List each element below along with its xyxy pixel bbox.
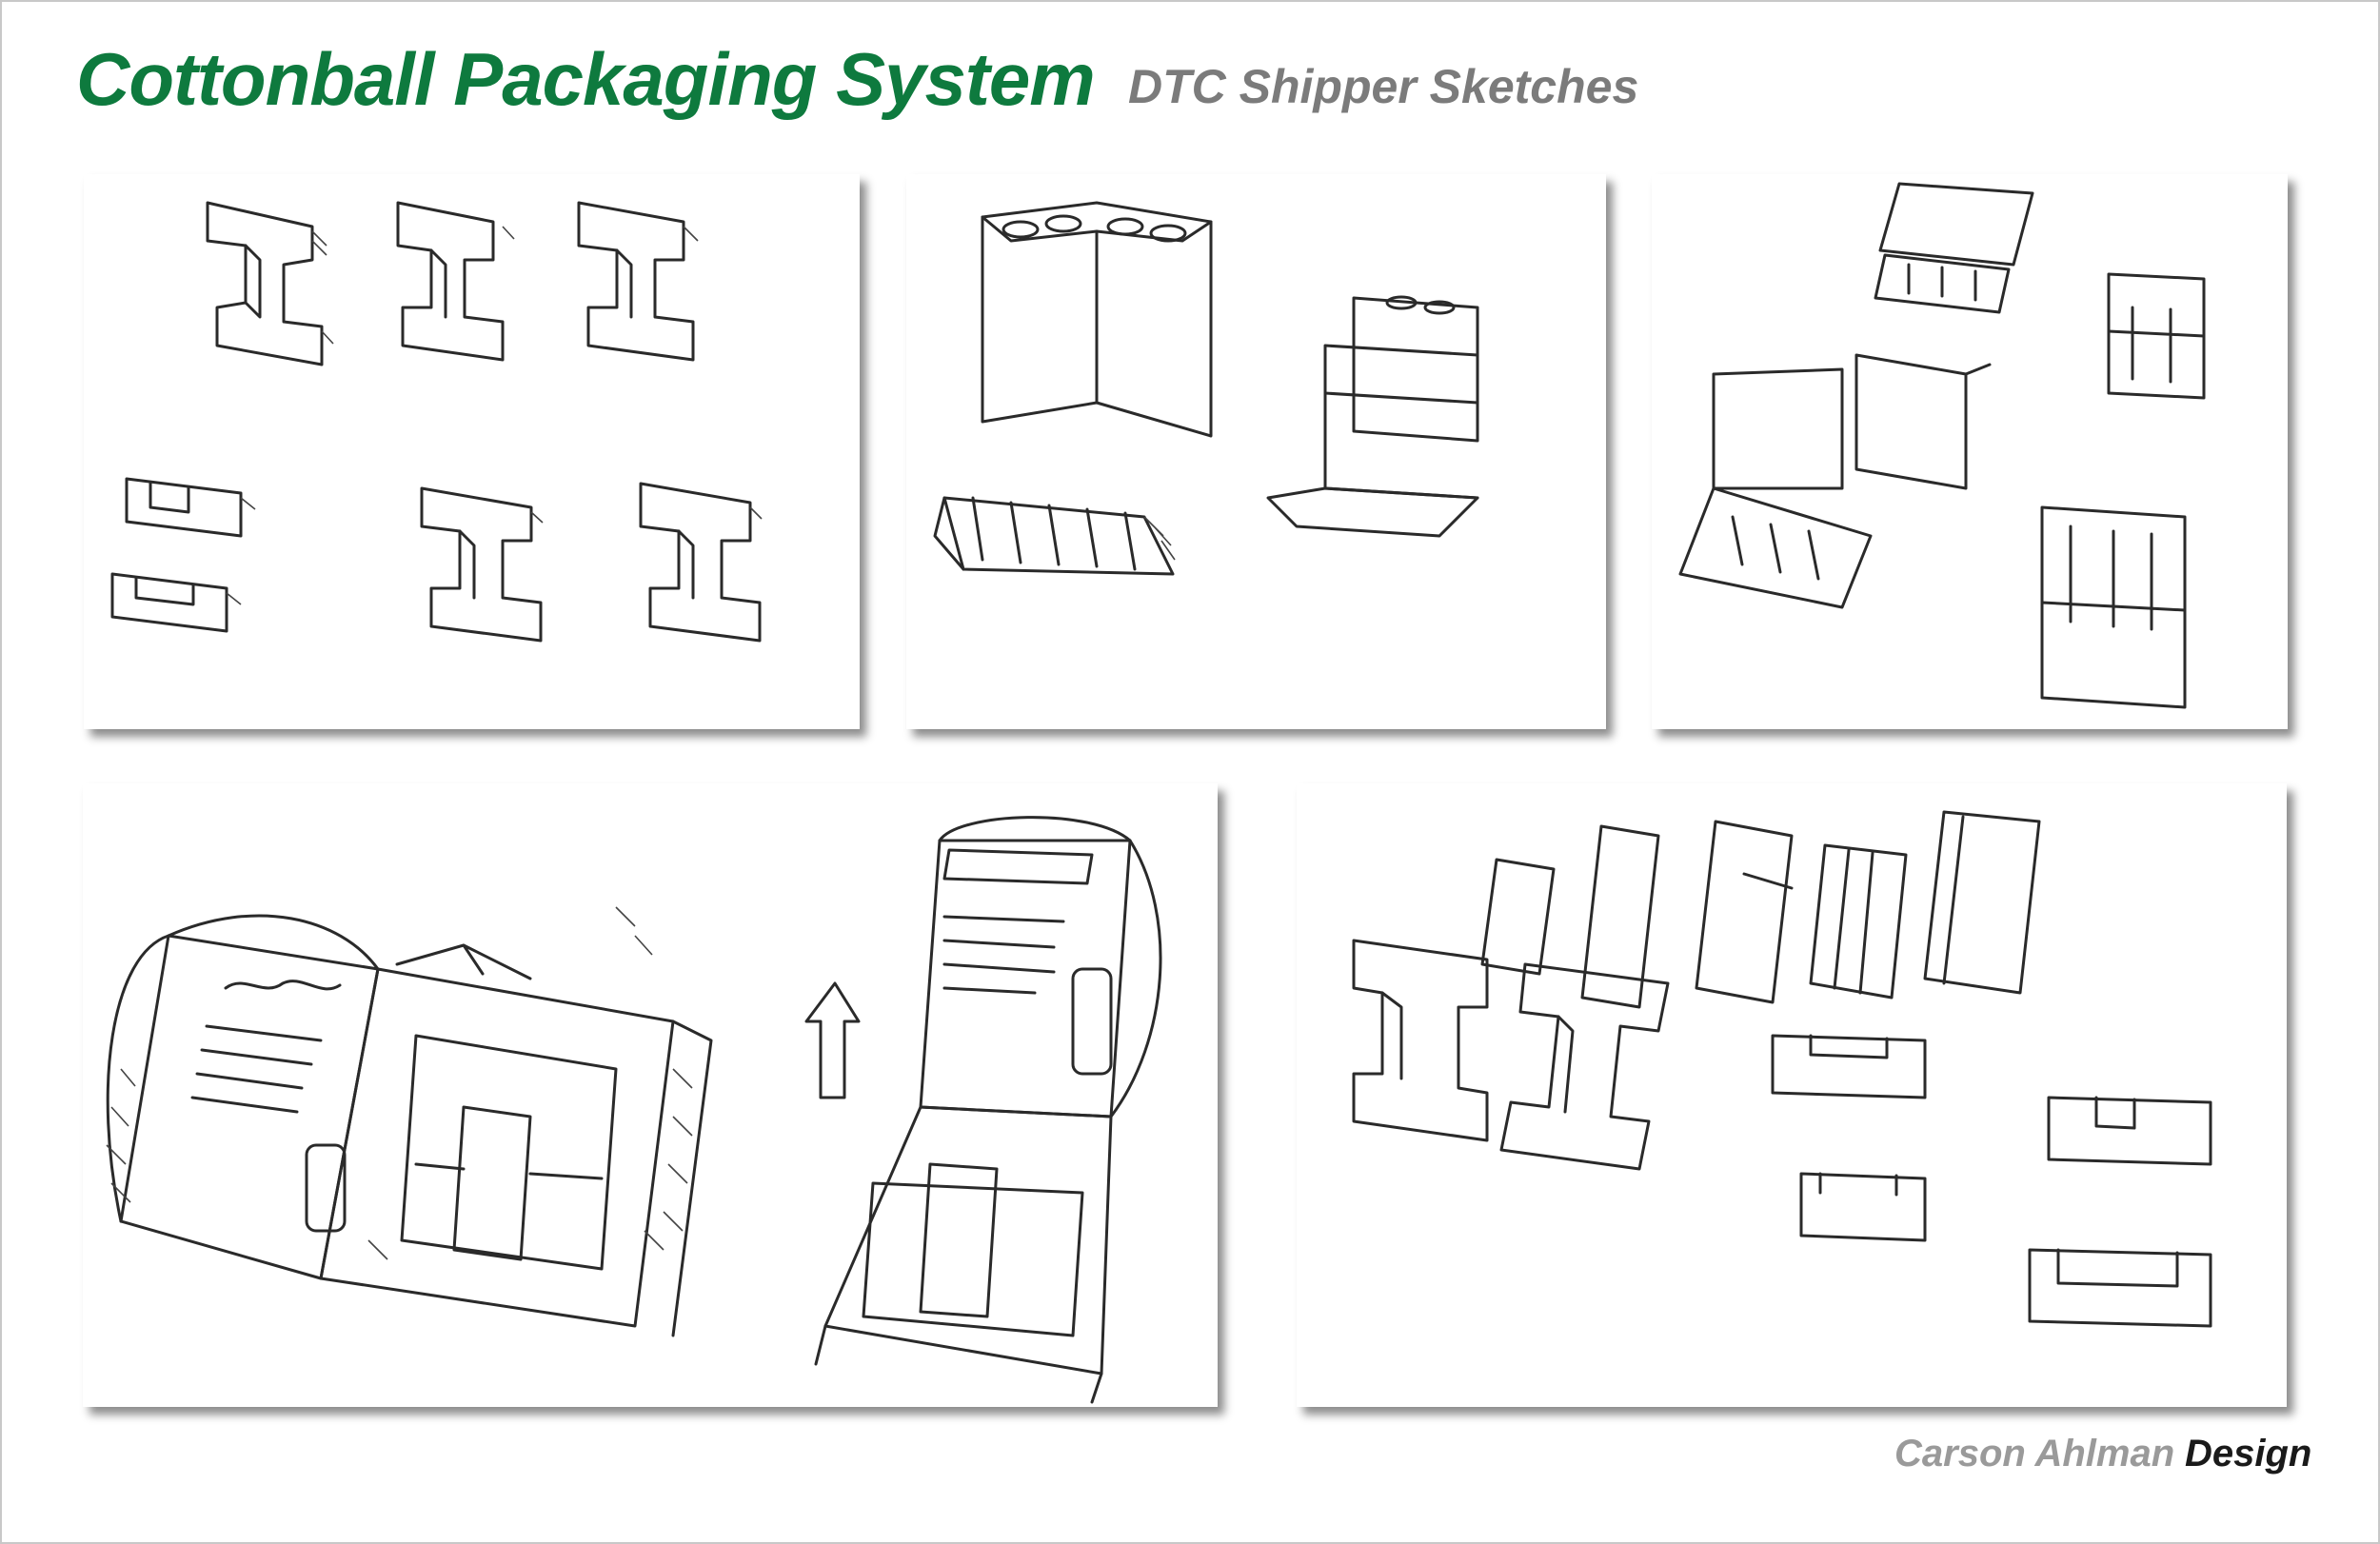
sketch-open-shippers-drawing [106,816,1162,1404]
footer-author: Carson Ahlman [1894,1433,2175,1475]
sketch-panel-displays [906,174,1606,729]
sketch-panel-open-shippers [83,783,1218,1407]
sketch-inserts-drawing [110,201,763,643]
page-subtitle: DTC Shipper Sketches [1128,60,1639,113]
footer-tag: Design [2185,1433,2312,1475]
sketch-trays-drawing [1678,182,2206,709]
sketch-panel-inserts [84,174,860,729]
sketch-panel-trays [1652,174,2288,729]
sketch-displays-drawing [933,201,1479,576]
sketch-panel-insert-variants [1297,783,2287,1407]
sketch-insert-variants-drawing [1352,810,2212,1328]
page-title: Cottonball Packaging System [76,37,1096,121]
